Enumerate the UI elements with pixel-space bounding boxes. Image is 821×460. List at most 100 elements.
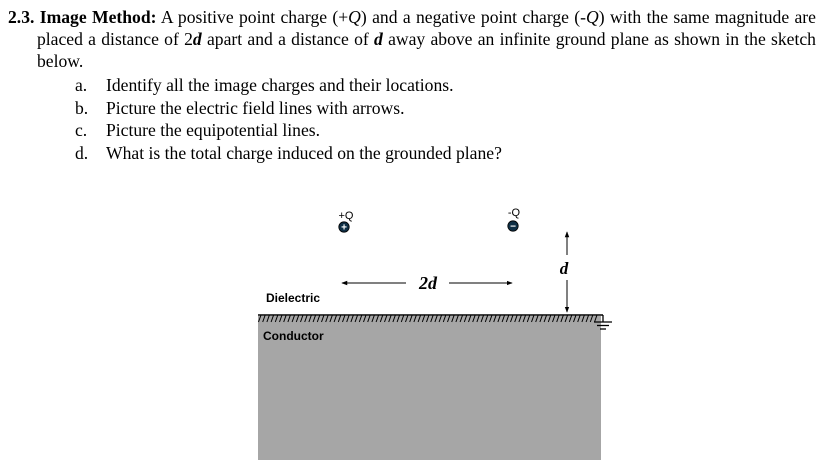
hatch-mark [442,314,447,323]
hatch-mark [379,314,384,323]
hatch-mark [304,314,308,323]
positive-sign: + [341,223,347,234]
hatch-mark [484,314,489,323]
charge-symbol: Q [348,7,361,27]
hatch-mark [270,314,275,323]
hatch-mark [333,314,338,323]
hatch-mark [417,314,422,323]
hatch-mark [497,314,501,323]
hatch-mark [300,314,304,323]
hatch-mark [295,314,300,323]
positive-charge-icon: + [338,221,350,234]
hatch-mark [505,314,510,323]
hatch-mark [447,314,451,323]
charge-symbol: Q [586,7,599,27]
hatch-mark [283,314,287,323]
hatch-mark [342,314,346,323]
question-item: c. Picture the equipotential lines. [75,119,816,142]
question-label: a. [75,75,88,95]
hatch-mark [375,314,380,323]
hatch-mark [476,314,480,323]
hatch-mark [568,314,573,323]
hatch-mark [337,314,342,323]
hatch-mark [367,314,371,323]
hatch-mark [560,314,564,323]
distance-symbol: d [192,29,202,49]
conductor-block [258,316,601,460]
hatch-mark [594,314,598,323]
hatch-mark [262,314,266,323]
question-item: d.What is the total charge induced on th… [75,142,816,165]
hatch-mark [455,314,459,323]
hatch-mark [396,314,401,323]
question-label: b. [75,97,89,118]
hatch-mark [547,314,552,323]
hatch-mark [354,314,359,323]
separation-label: 2d [418,273,438,293]
problem-title: Image Method: [39,7,157,27]
hatch-mark [501,314,506,323]
question-list: a. Identify all the image charges and the… [75,74,816,164]
hatch-mark [405,314,409,323]
hatch-mark [287,314,291,323]
hatch-mark [438,314,443,323]
question-item: b. Picture the electric field lines with … [75,97,816,120]
hatch-mark [468,314,472,323]
hatch-mark [451,314,455,323]
hatch-mark [316,314,321,323]
hatch-mark [308,314,312,323]
hatch-mark [312,314,317,323]
question-label: d. [75,142,89,163]
hatch-mark [518,314,522,323]
hatch-mark [510,314,514,323]
problem-statement: 2.3. Image Method: A positive point char… [8,6,816,164]
dielectric-label: Dielectric [266,291,320,305]
hatch-mark [413,314,417,323]
hatch-mark [392,314,396,323]
question-text: Picture the electric field lines with ar… [106,97,405,118]
hatch-mark [493,314,497,323]
hatch-mark [350,314,354,323]
hatch-mark [552,314,556,323]
hatch-mark [434,314,438,323]
hatch-mark [585,314,590,323]
hatch-mark [266,314,270,323]
hatch-mark [573,314,577,323]
hatch-mark [421,314,426,323]
hatch-mark [459,314,464,323]
question-label: c. [75,120,88,141]
hatch-mark [480,314,485,323]
hatch-mark [564,314,569,323]
hatch-mark [371,314,375,323]
height-label: d [560,259,569,278]
hatch-mark [543,314,548,323]
problem-number: 2.3. [8,7,35,27]
distance-symbol: d [374,29,383,49]
question-text: Picture the equipotential lines. [106,120,321,141]
hatch-mark [321,314,325,323]
hatch-mark [409,314,413,323]
hatch-mark [514,314,518,323]
hatch-mark [489,314,493,323]
conductor-label: Conductor [263,329,324,343]
hatch-mark [535,314,539,323]
negative-charge-label: -Q [508,207,521,219]
negative-sign: − [510,222,516,233]
hatch-mark [258,314,262,323]
negative-charge-icon: − [507,220,519,233]
hatch-mark [430,314,434,323]
question-item: a. Identify all the image charges and the… [75,74,816,97]
problem-text-3: ) with the same magnitude are placed a d… [37,7,816,49]
hatch-mark [522,314,527,323]
positive-charge-label: +Q [339,210,354,222]
problem-text-5: away above an infinite ground plane as s… [37,29,816,71]
hatch-mark [329,314,333,323]
hatch-mark [577,314,581,323]
hatch-mark [274,314,279,323]
hatch-mark [358,314,363,323]
question-text: Identify all the image charges and their… [106,75,454,95]
hatch-mark [539,314,543,323]
problem-text-1: A positive point charge (+ [160,7,349,27]
hatch-mark [426,314,430,323]
